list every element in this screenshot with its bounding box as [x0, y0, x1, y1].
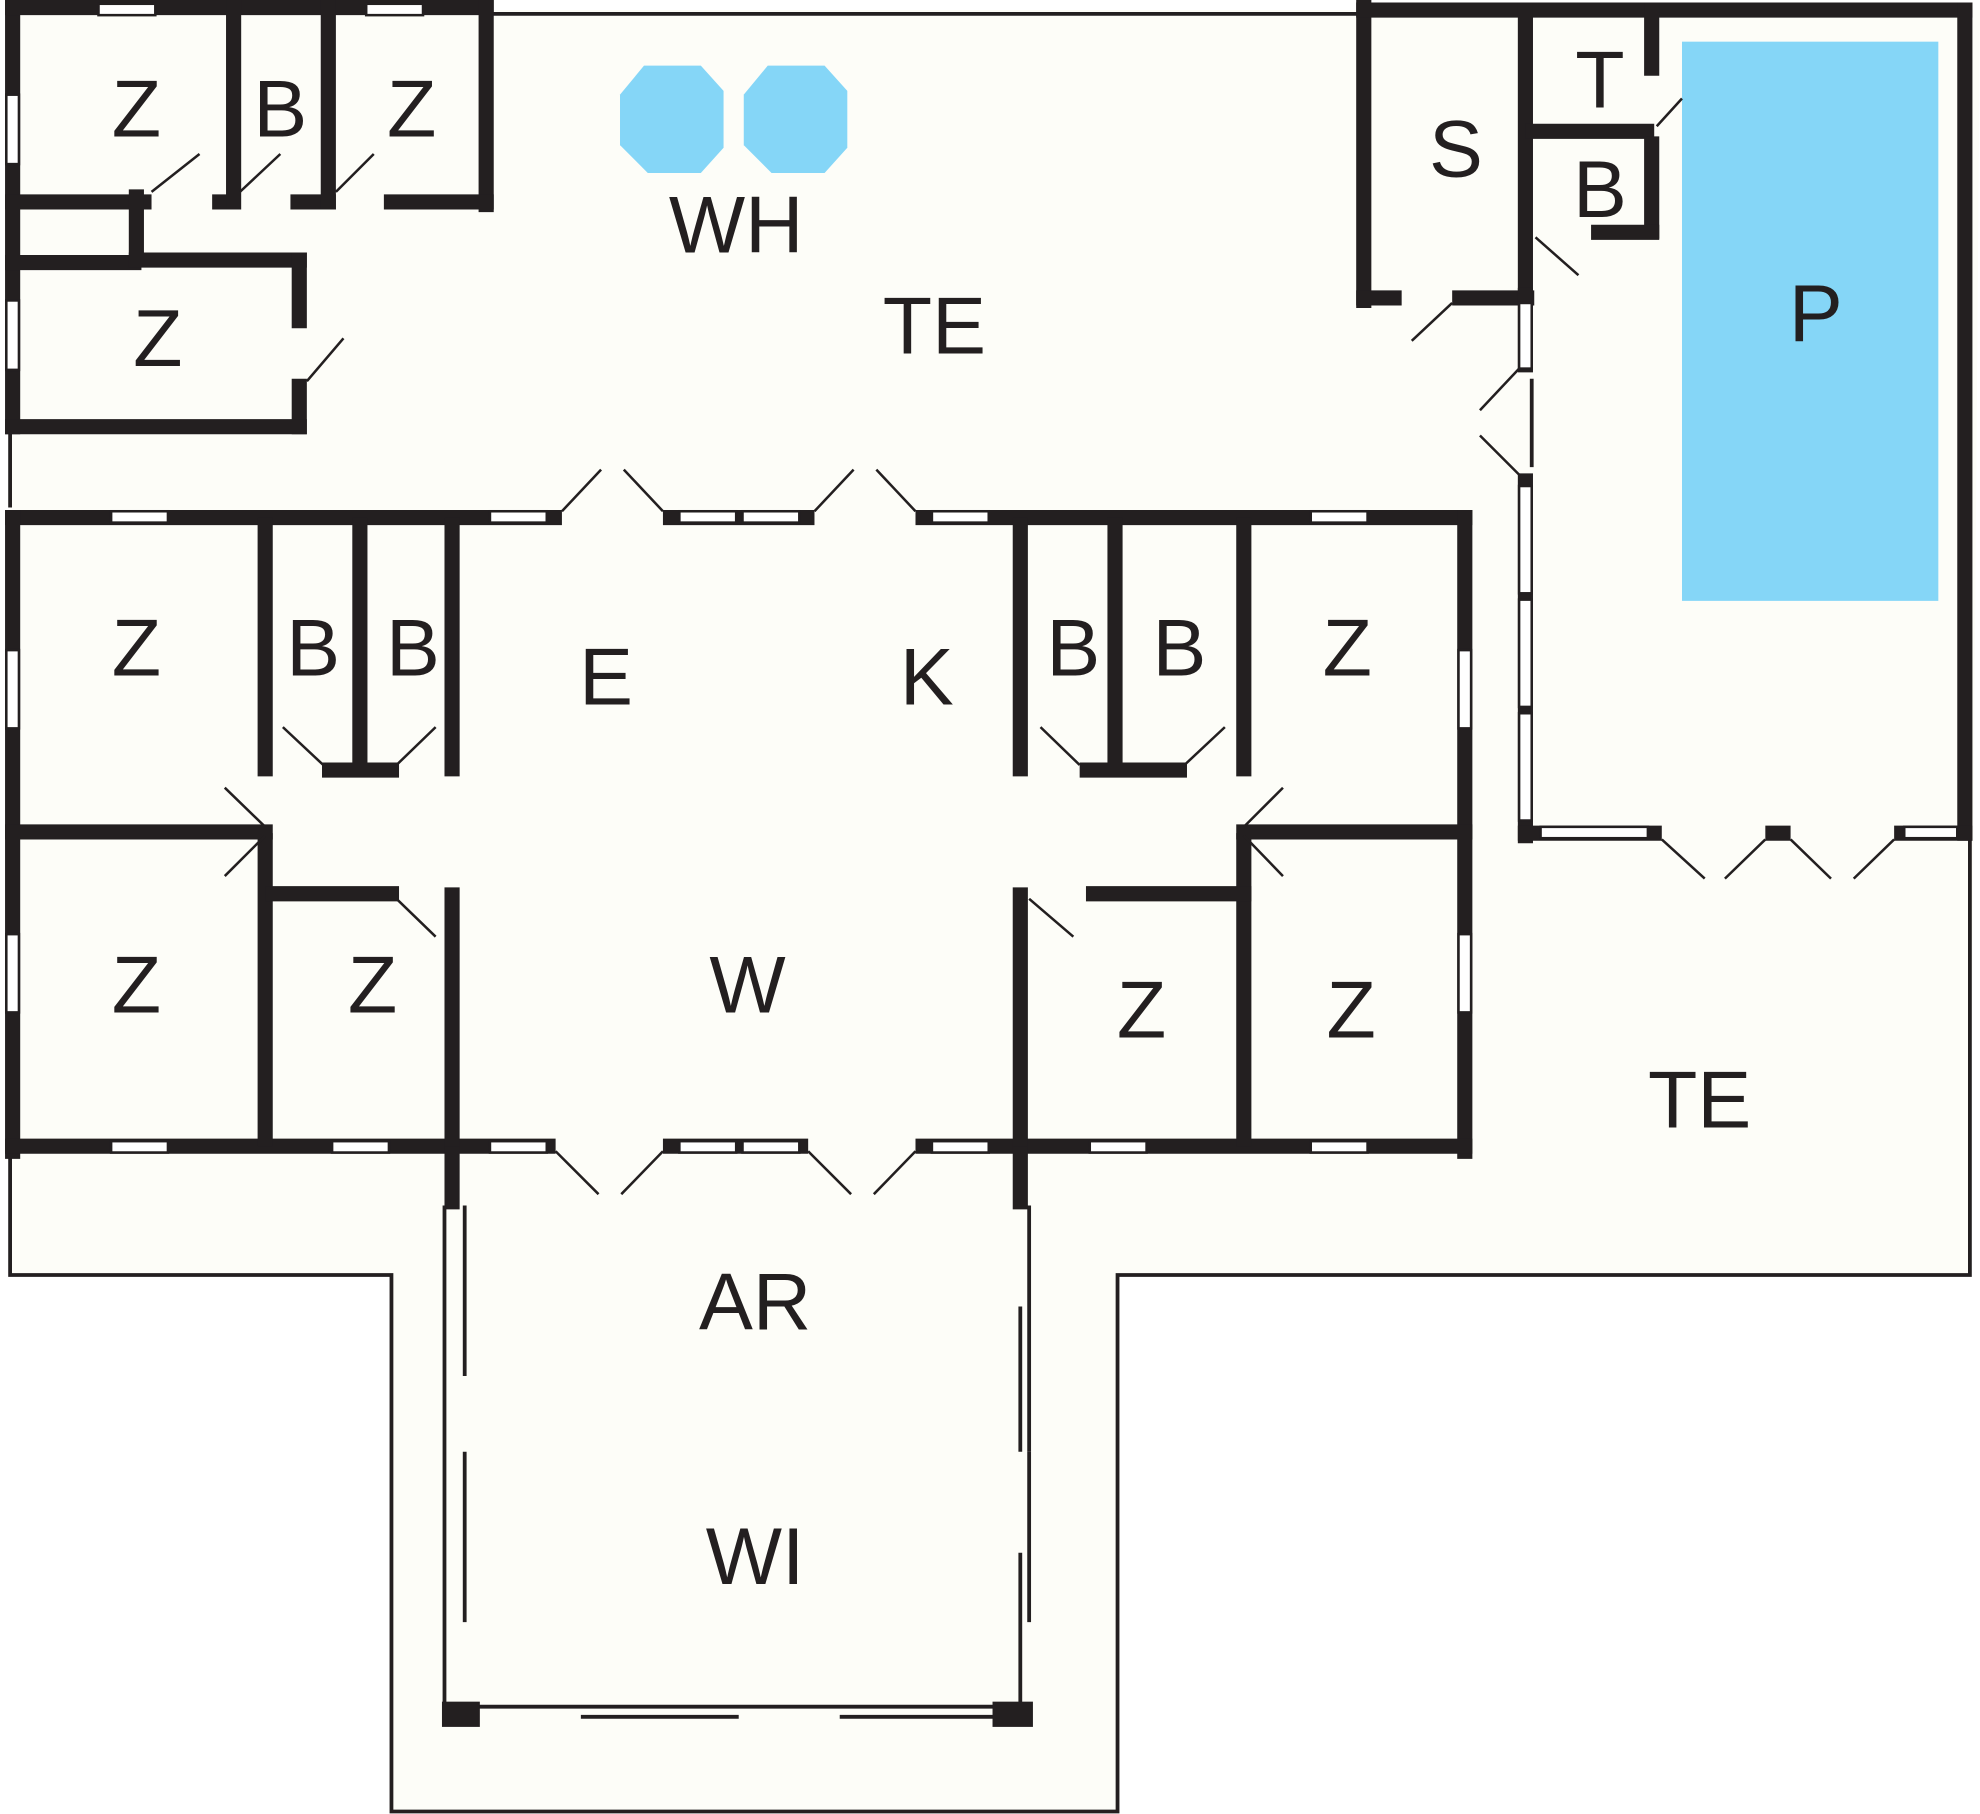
door-swing — [1028, 897, 1075, 938]
door-swing — [305, 337, 345, 383]
window — [1539, 825, 1650, 840]
door-swing — [281, 726, 325, 766]
window — [930, 509, 990, 524]
door-swing — [1183, 726, 1226, 766]
room-label-b3: B — [386, 603, 440, 693]
room-label-w: W — [709, 940, 785, 1030]
window — [488, 1139, 549, 1154]
room-label-k: K — [900, 632, 954, 722]
door-swing — [1724, 838, 1767, 880]
door-swing — [1655, 97, 1683, 128]
window — [5, 932, 21, 1014]
room-label-z2: Z — [387, 64, 436, 154]
window — [109, 1139, 170, 1154]
column — [441, 1701, 480, 1727]
room-label-z8: Z — [1117, 966, 1166, 1056]
window — [930, 1139, 990, 1154]
window — [1902, 825, 1959, 840]
window — [1517, 301, 1533, 370]
room-label-te-right: TE — [1648, 1055, 1751, 1145]
room-label-z3: Z — [133, 294, 182, 384]
window — [5, 93, 21, 166]
room-label-wh: WH — [669, 180, 804, 270]
door-swing — [239, 153, 282, 193]
door-swing — [223, 786, 267, 828]
window — [678, 509, 738, 524]
door-swing — [1410, 302, 1454, 342]
glazing — [442, 378, 1534, 1719]
room-label-t: T — [1575, 35, 1624, 125]
room-label-z4: Z — [112, 603, 161, 693]
window — [1517, 598, 1533, 709]
door-swing — [807, 1150, 852, 1196]
door-swing — [334, 153, 375, 193]
door-swing — [395, 897, 437, 938]
room-label-z9: Z — [1326, 966, 1375, 1056]
room-label-e: E — [579, 632, 633, 722]
floor — [10, 10, 1980, 1812]
door-swing — [395, 726, 437, 766]
room-label-ar: AR — [699, 1257, 811, 1347]
door-swing — [561, 468, 602, 513]
window — [741, 509, 801, 524]
window — [1517, 484, 1533, 595]
door-swing — [554, 1150, 600, 1196]
window — [97, 2, 157, 17]
window — [109, 509, 170, 524]
room-label-p: P — [1789, 269, 1843, 359]
window — [741, 1139, 801, 1154]
column — [992, 1701, 1033, 1727]
door-swing — [1242, 834, 1284, 877]
window — [1457, 648, 1473, 730]
terrace-outline — [8, 11, 1972, 1814]
window — [1309, 509, 1369, 524]
room-label-z7: Z — [348, 940, 397, 1030]
room-label-z6: Z — [112, 940, 161, 1030]
window — [1309, 1139, 1369, 1154]
door-swing — [1660, 838, 1706, 880]
window — [1088, 1139, 1148, 1154]
walls — [5, 0, 1973, 1210]
room-label-z5: Z — [1323, 603, 1372, 693]
window — [678, 1139, 738, 1154]
door-swing — [150, 153, 201, 193]
hot-tub-icon — [620, 65, 724, 173]
door-swings — [150, 97, 1896, 1196]
door-swing — [1479, 367, 1521, 412]
door-swing — [1039, 726, 1081, 766]
door-swing — [1534, 236, 1580, 277]
window — [1457, 932, 1473, 1014]
window — [364, 2, 425, 17]
pool — [1681, 41, 1939, 601]
door-swing — [1789, 838, 1832, 880]
window — [1517, 711, 1533, 822]
door-swing — [1479, 434, 1520, 476]
window — [5, 648, 21, 730]
room-label-b5: B — [1152, 603, 1206, 693]
window — [5, 299, 21, 372]
room-label-b1: B — [253, 64, 307, 154]
door-swing — [1242, 786, 1284, 828]
room-label-wi: WI — [706, 1512, 805, 1602]
door-swing — [1852, 838, 1896, 880]
door-swing — [223, 834, 267, 877]
window — [488, 509, 549, 524]
door-swing — [875, 468, 917, 513]
room-label-b-pool: B — [1573, 145, 1627, 235]
door-swing — [622, 468, 664, 513]
room-label-s: S — [1429, 105, 1483, 195]
window — [330, 1139, 391, 1154]
door-swing — [872, 1150, 917, 1196]
room-label-b4: B — [1046, 603, 1100, 693]
room-label-b2: B — [286, 603, 340, 693]
room-label-te-top: TE — [883, 281, 986, 371]
hot-tub-icon — [743, 65, 848, 173]
door-swing — [813, 468, 855, 513]
door-swing — [620, 1150, 664, 1196]
windows — [5, 2, 1959, 1154]
room-label-z1: Z — [112, 64, 161, 154]
